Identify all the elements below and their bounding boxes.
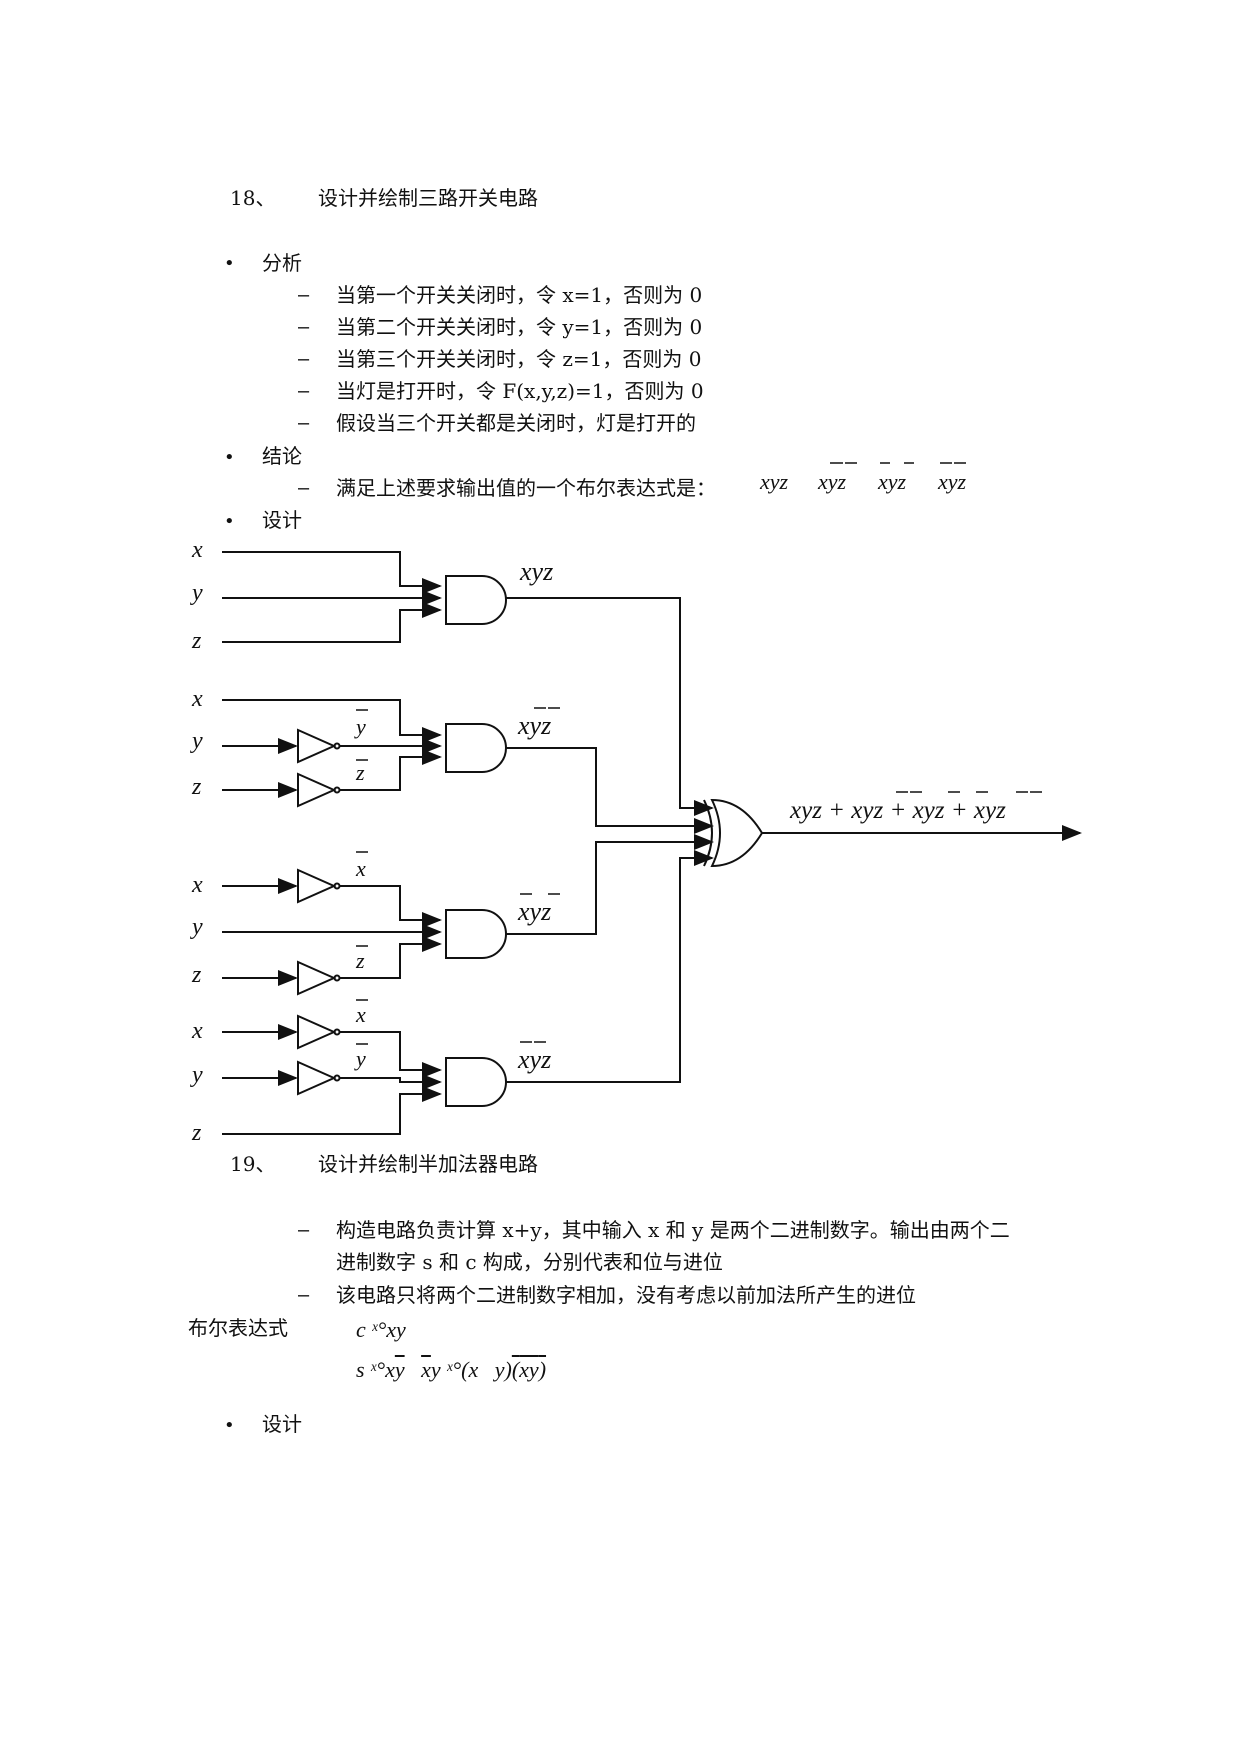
analysis-label: 分析 (262, 251, 302, 275)
conclusion-text: 满足上述要求输出值的一个布尔表达式是： (336, 476, 716, 500)
analysis-item-1: 当第一个开关关闭时，令 x=1，否则为 0 (336, 283, 703, 307)
input-z-2: z (191, 774, 202, 800)
and-gate-3 (445, 909, 507, 959)
wire (340, 1031, 442, 1078)
not-gate (297, 1060, 337, 1096)
bullet-dot: • (224, 253, 235, 274)
label-not-y-2: y (354, 714, 366, 739)
bullet-dot: • (224, 1415, 235, 1436)
wire (506, 597, 714, 816)
or-gate (710, 798, 764, 868)
and-gate-2 (445, 723, 507, 773)
conclusion-term-1: xyz (760, 469, 789, 494)
dash: – (298, 412, 310, 434)
and-output-4: xyz (517, 1045, 551, 1074)
and-gate-1 (445, 575, 507, 625)
input-y-4: y (190, 1062, 203, 1088)
analysis-item-2: 当第二个开关关闭时，令 y=1，否则为 0 (336, 315, 703, 339)
analysis-item-5: 假设当三个开关都是关闭时，灯是打开的 (336, 411, 696, 435)
wire (340, 885, 442, 928)
or-output-label: xyz + xyz + xyz + xyz (789, 797, 1006, 824)
input-x-1: x (191, 537, 203, 563)
q19-item-1: 构造电路负责计算 x+y，其中输入 x 和 y 是两个二进制数字。输出由两个二 (336, 1218, 1010, 1242)
bullet-dot: • (224, 447, 235, 468)
design-label-18: 设计 (262, 508, 302, 532)
q18-title: 设计并绘制三路开关电路 (318, 186, 538, 210)
eq-carry: c ˣ°xy (356, 1317, 406, 1342)
q18-number: 18、 (230, 186, 276, 210)
wire (340, 1074, 442, 1090)
wire (506, 834, 714, 935)
input-y-1: y (190, 580, 203, 606)
dash: – (298, 380, 310, 402)
not-gate (297, 868, 337, 904)
input-y-3: y (190, 914, 203, 940)
not-gate (297, 1014, 337, 1050)
not-bubble (333, 786, 341, 794)
input-y-2: y (190, 728, 203, 754)
not-bubble (333, 882, 341, 890)
design-label-19: 设计 (262, 1412, 302, 1436)
label-not-z-3: z (355, 948, 365, 973)
wire (340, 749, 442, 791)
and-output-1: xyz (519, 557, 553, 586)
q19-item-1-cont: 进制数字 s 和 c 构成，分别代表和位与进位 (336, 1250, 723, 1274)
conclusion-term-4: xyz (938, 469, 967, 494)
dash: – (298, 1284, 310, 1306)
not-bubble (333, 974, 341, 982)
dash: – (298, 477, 310, 499)
not-bubble (333, 1028, 341, 1036)
q19-number: 19、 (230, 1152, 276, 1176)
wire (222, 551, 442, 594)
analysis-item-4: 当灯是打开时，令 F(x,y,z)=1，否则为 0 (336, 379, 704, 403)
not-bubble (333, 742, 341, 750)
input-x-2: x (191, 686, 203, 712)
analysis-item-3: 当第三个开关关闭时，令 z=1，否则为 0 (336, 347, 702, 371)
conclusion-label: 结论 (262, 444, 302, 468)
and-gate-4 (445, 1057, 507, 1107)
dash: – (298, 316, 310, 338)
label-not-z-2: z (355, 760, 365, 785)
label-not-x-4: x (355, 1002, 366, 1027)
not-gate (297, 772, 337, 808)
not-gate (297, 728, 337, 764)
eq-sum: s ˣ°xy xy ˣ°(x y)(xy) (356, 1357, 547, 1382)
or-gate-back (703, 799, 713, 867)
dash: – (298, 348, 310, 370)
dash: – (298, 284, 310, 306)
wire (506, 747, 714, 834)
wire (340, 936, 442, 979)
and-output-2: xyz (517, 711, 551, 740)
wire (222, 602, 442, 643)
label-not-x-3: x (355, 856, 366, 881)
bool-expr-label: 布尔表达式 (188, 1316, 288, 1340)
input-x-3: x (191, 872, 203, 898)
wire (506, 850, 714, 1083)
not-bubble (333, 1074, 341, 1082)
wire (222, 1086, 442, 1135)
q19-item-2: 该电路只将两个二进制数字相加，没有考虑以前加法所产生的进位 (336, 1283, 916, 1307)
conclusion-term-3: xyz (878, 469, 907, 494)
bullet-dot: • (224, 511, 235, 532)
conclusion-term-2: xyz (818, 469, 847, 494)
input-z-3: z (191, 962, 202, 988)
label-not-y-4: y (354, 1046, 366, 1071)
q19-title: 设计并绘制半加法器电路 (318, 1152, 538, 1176)
dash: – (298, 1219, 310, 1241)
input-x-4: x (191, 1018, 203, 1044)
not-gate (297, 960, 337, 996)
input-z-4: z (191, 1120, 202, 1146)
and-output-3: xyz (517, 897, 551, 926)
wire (222, 699, 442, 743)
input-z-1: z (191, 628, 202, 654)
